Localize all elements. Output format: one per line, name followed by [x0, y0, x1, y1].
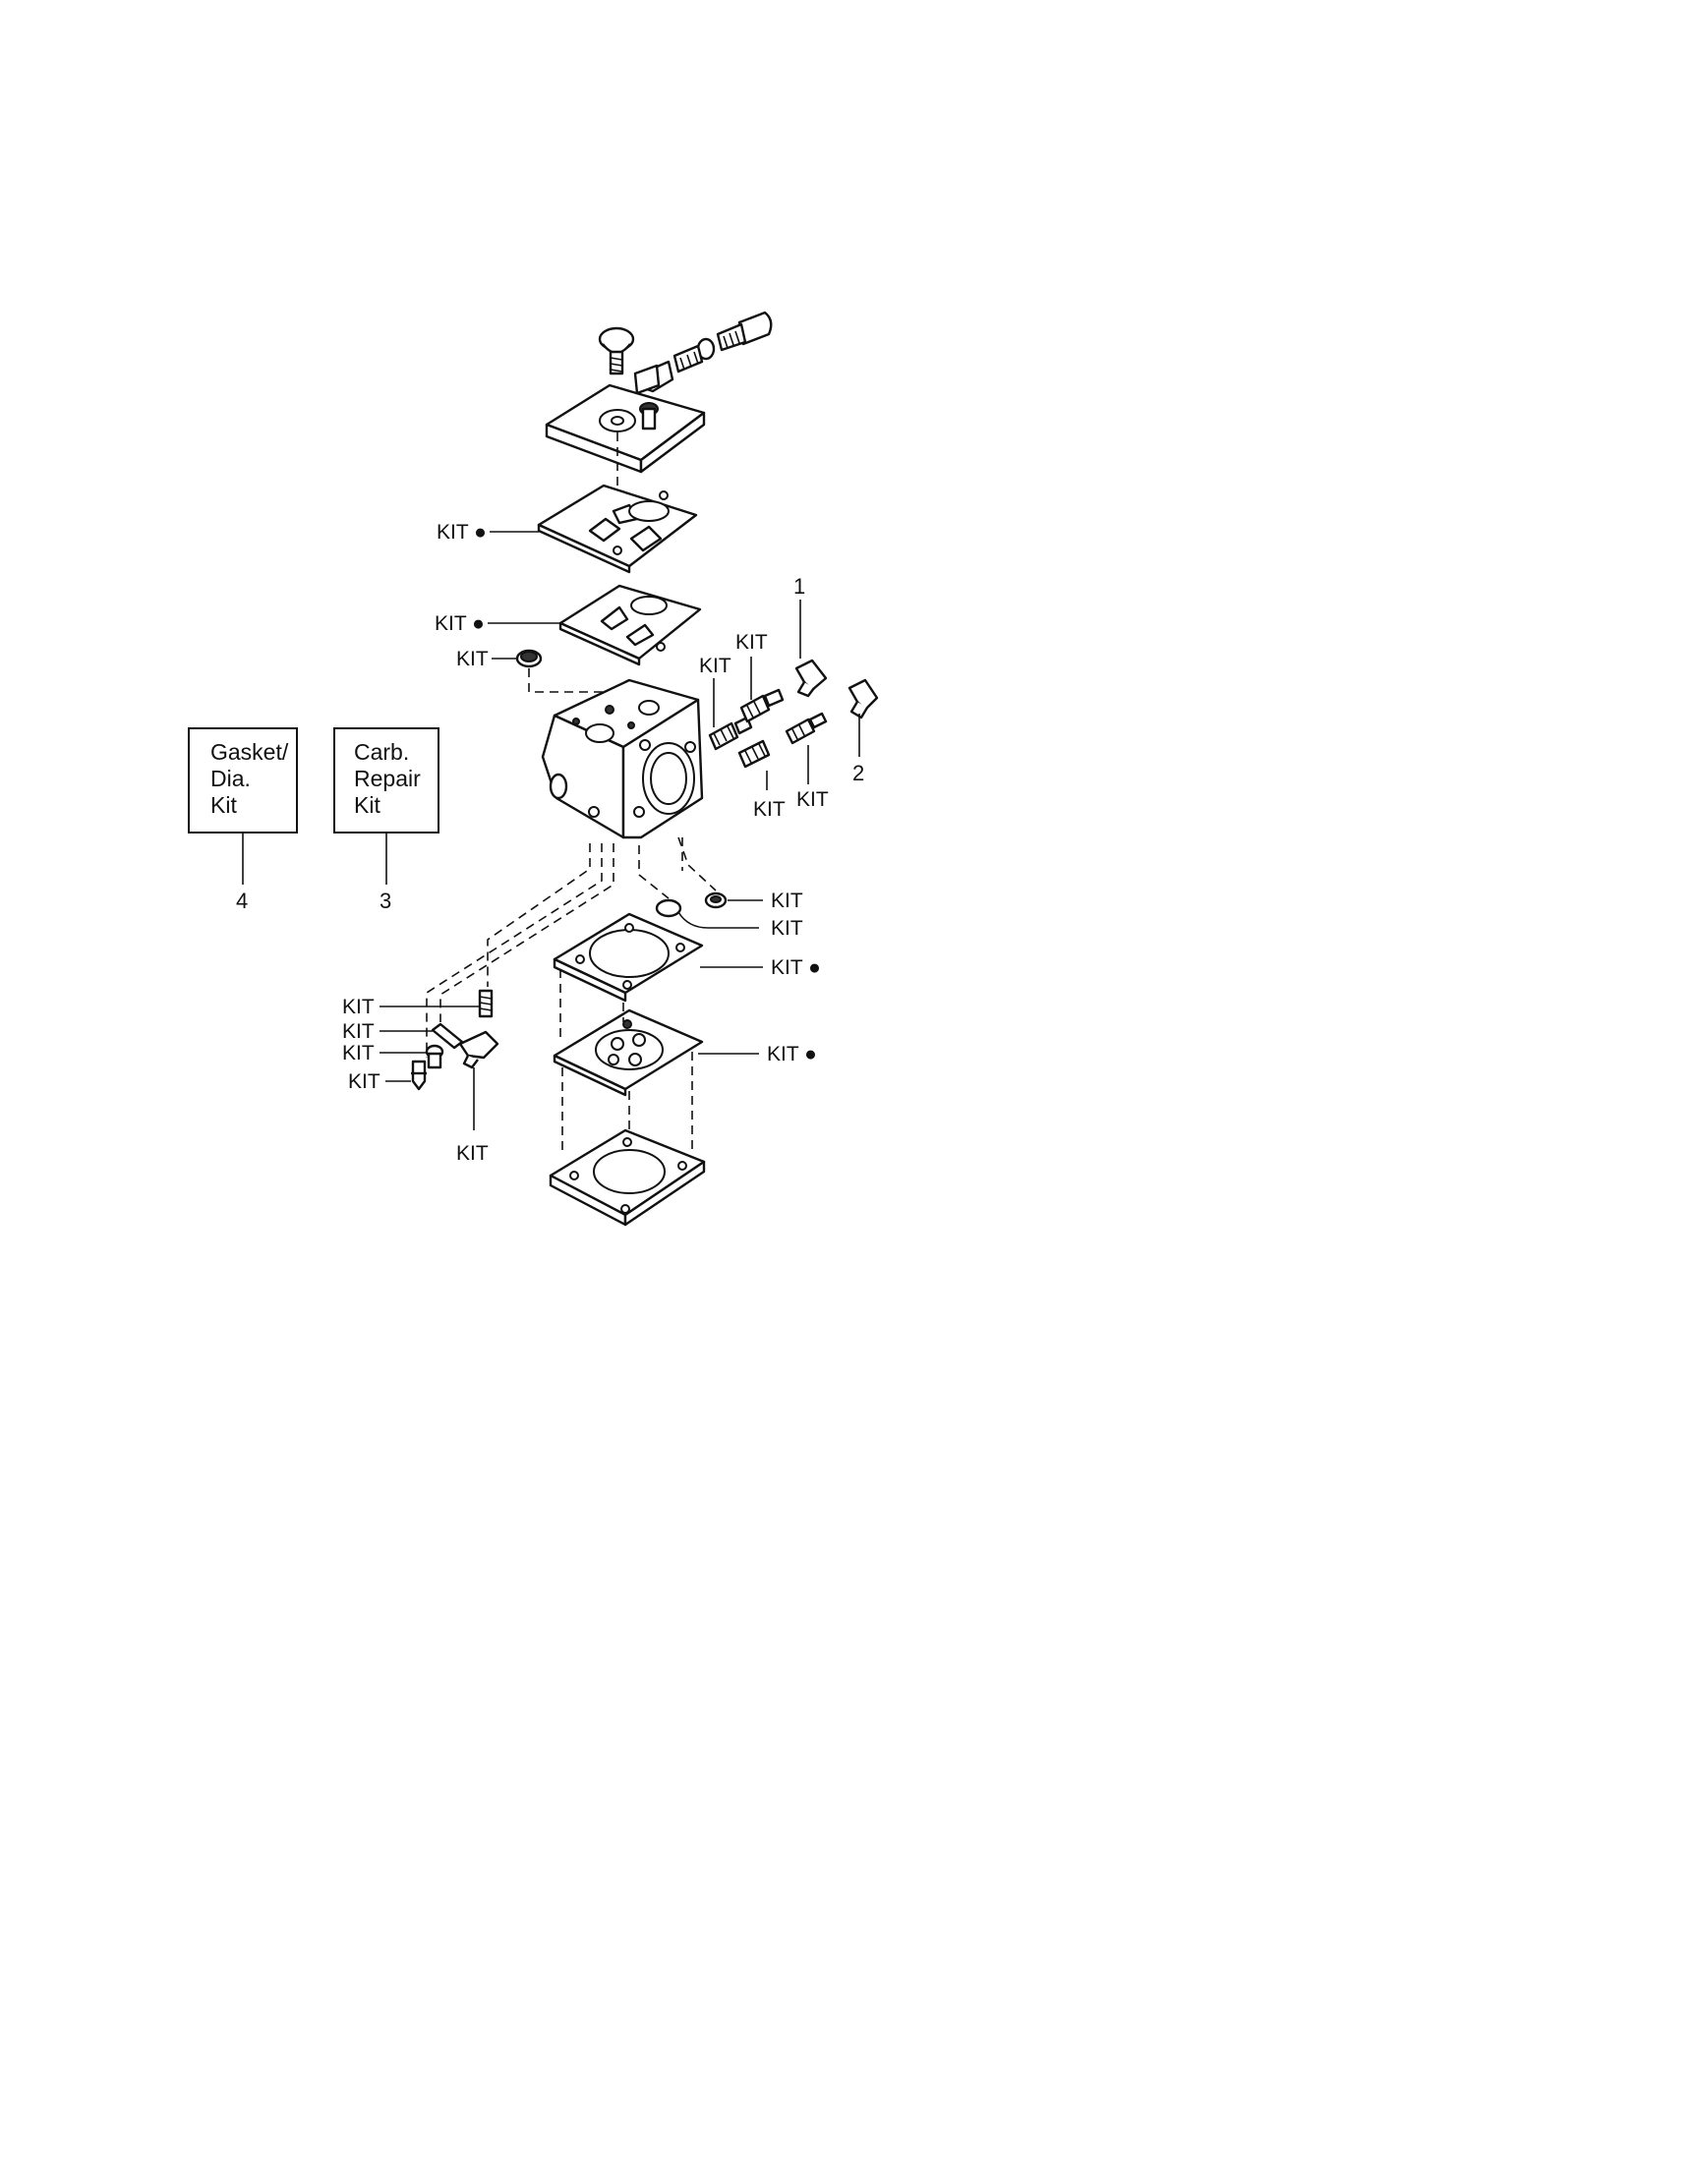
label-kit-metering-lever: KIT [456, 1142, 489, 1165]
gasket-kit-line-2: Dia. [210, 766, 251, 791]
upper-gasket [537, 484, 698, 574]
welch-plug [704, 891, 728, 909]
callout-item-4: 4 [236, 889, 248, 913]
label-kit-check-valve: KIT [771, 917, 803, 940]
label-kit-high-speed-needle: KIT [735, 631, 768, 654]
pump-diaphragm [553, 1008, 704, 1097]
idle-screw [708, 716, 753, 751]
lever-screw [425, 1044, 444, 1069]
label-kit-upper-gasket: KIT ● [437, 521, 487, 544]
label-kit-lever-pin: KIT [342, 1020, 375, 1043]
limiter-cap-2 [848, 678, 879, 719]
inlet-spring [478, 989, 494, 1018]
lever-pin [431, 1022, 464, 1050]
label-kit-low-speed-spring: KIT [796, 788, 829, 811]
inlet-needle [411, 1060, 427, 1091]
label-kit-pump-gasket: KIT ● [771, 956, 821, 979]
upper-diaphragm [558, 584, 702, 666]
callout-item-1: 1 [793, 574, 805, 599]
low-speed-needle [737, 739, 771, 769]
label-kit-inlet-spring: KIT [342, 996, 375, 1018]
top-screw [598, 326, 635, 375]
carb-kit-line-1: Carb. [354, 739, 409, 765]
label-kit-inlet-screen: KIT [456, 648, 489, 670]
metering-lever [458, 1030, 499, 1069]
limiter-cap-1 [794, 659, 828, 698]
carburetor-body [541, 678, 704, 839]
callout-item-3: 3 [380, 889, 391, 913]
label-kit-lever-screw: KIT [342, 1042, 375, 1064]
fuel-inlet-fitting [639, 311, 773, 393]
high-speed-needle [739, 688, 785, 723]
metering-cover [545, 364, 706, 474]
gasket-kit-line-1: Gasket/ [210, 739, 289, 765]
gasket-kit-line-3: Kit [210, 792, 237, 818]
carb-kit-line-3: Kit [354, 792, 380, 818]
label-kit-welch-plug: KIT [771, 890, 803, 912]
carb-kit-line-2: Repair [354, 766, 421, 791]
gasket-dia-kit-box: Gasket/ Dia. Kit 4 [188, 727, 298, 913]
label-kit-low-speed-needle: KIT [753, 798, 786, 821]
label-kit-idle-screw: KIT [699, 655, 731, 677]
check-valve-disc [655, 898, 682, 918]
label-kit-upper-diaphragm: KIT ● [435, 612, 485, 635]
low-speed-spring [785, 712, 828, 745]
pump-cover [549, 1128, 706, 1227]
label-kit-pump-diaphragm: KIT ● [767, 1043, 817, 1065]
pump-gasket [553, 912, 704, 1003]
callout-item-2: 2 [852, 761, 864, 785]
label-kit-inlet-needle: KIT [348, 1070, 380, 1093]
carb-repair-kit-box: Carb. Repair Kit 3 [333, 727, 439, 913]
inlet-screen [515, 649, 543, 668]
